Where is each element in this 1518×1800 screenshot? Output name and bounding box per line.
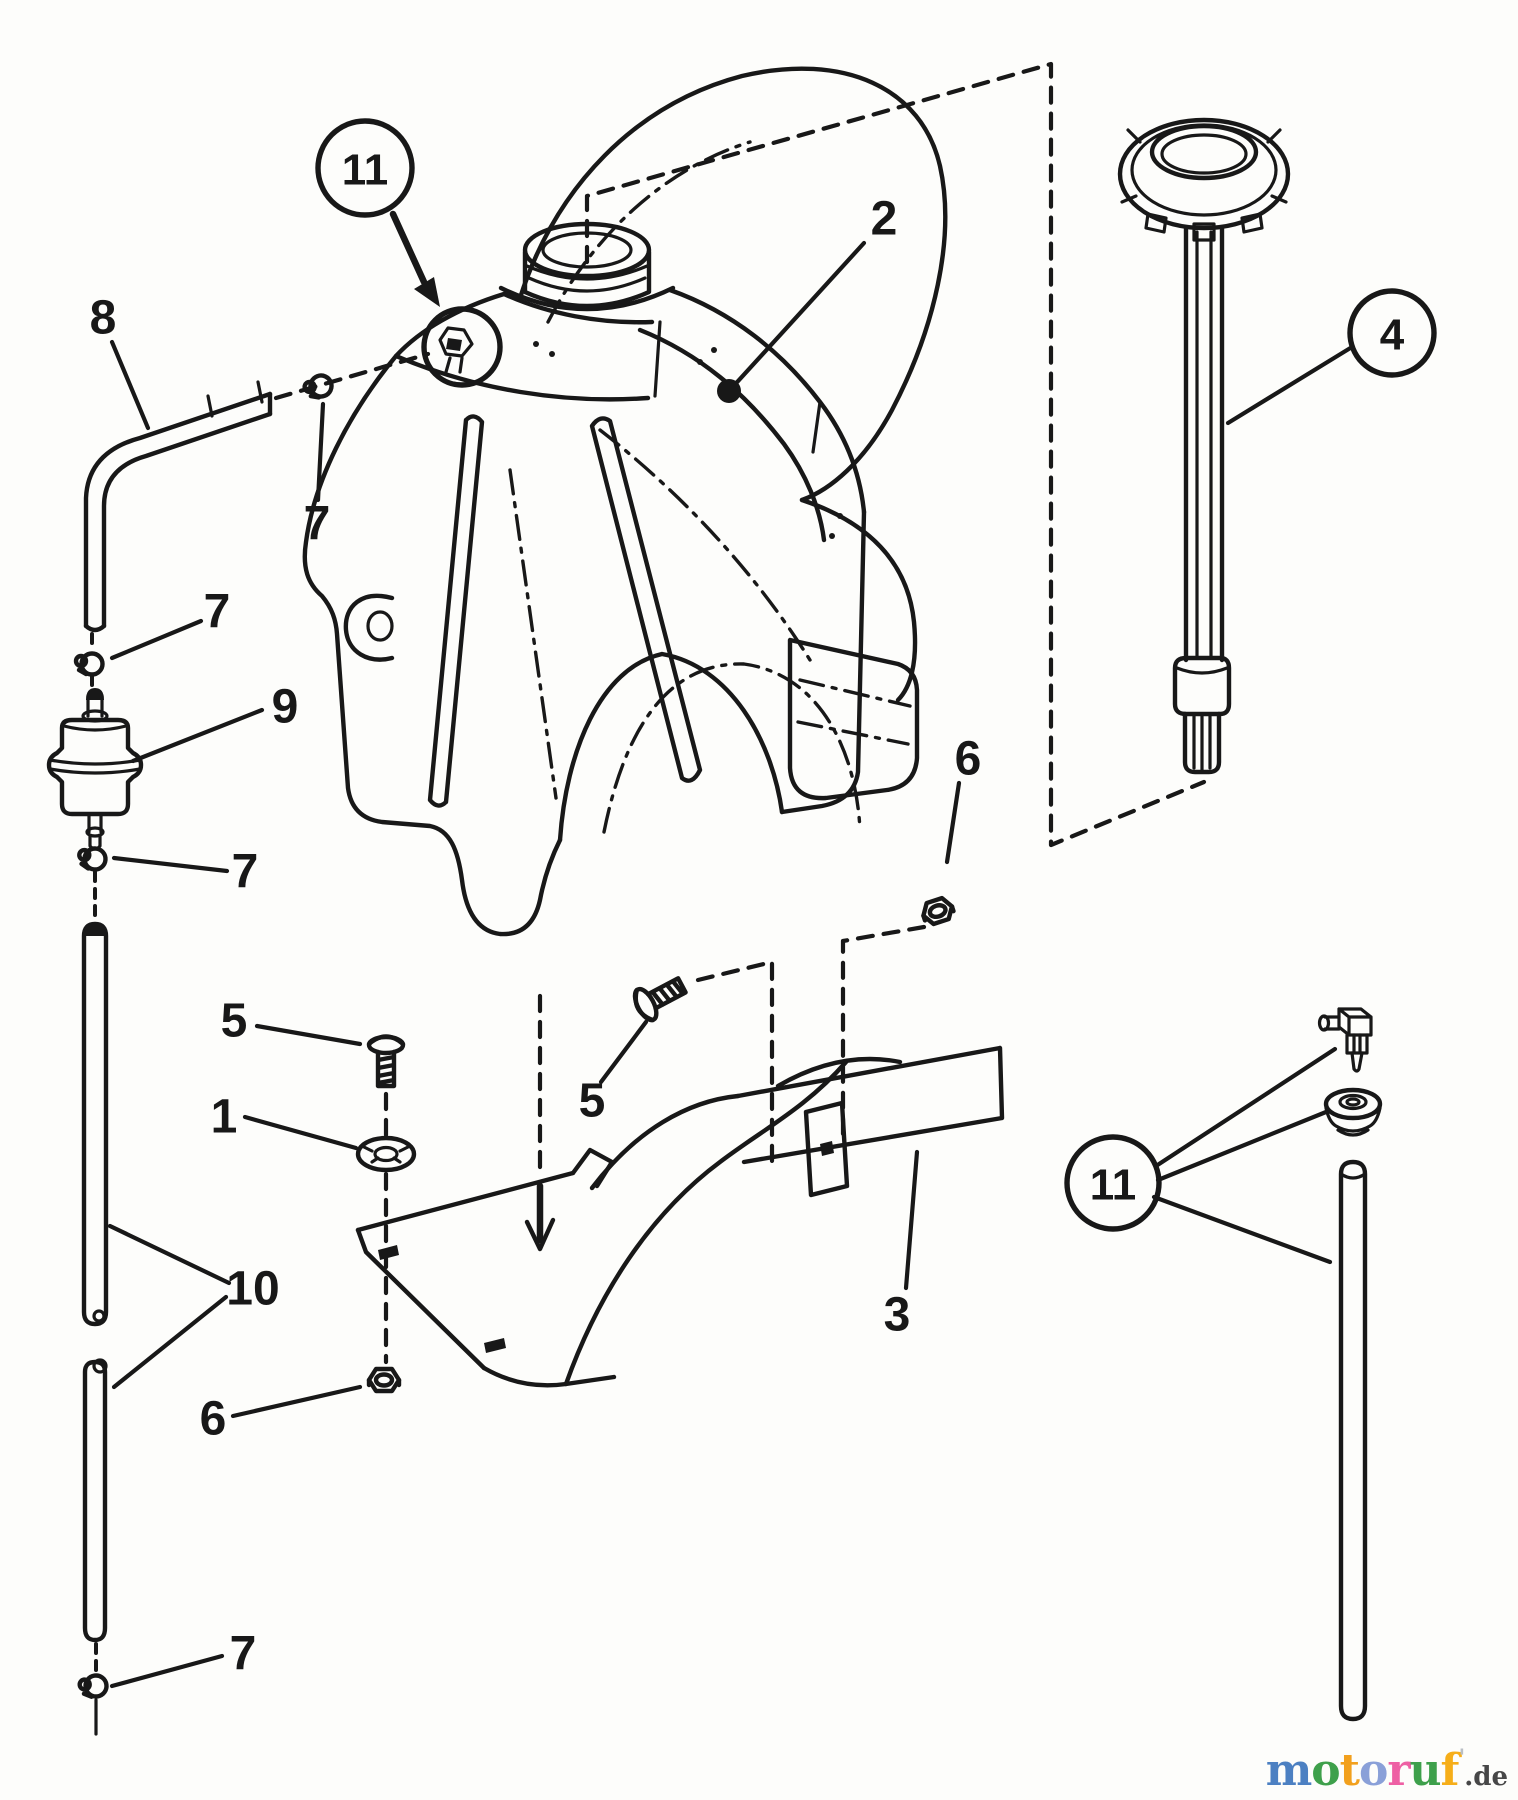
- callout-11-bottom-number: 11: [1090, 1161, 1137, 1210]
- part-label-6-left: 6: [200, 1393, 227, 1446]
- callout-11-bottom: 11: [1064, 1134, 1162, 1232]
- part-label-1: 1: [211, 1091, 238, 1144]
- fuel-tank: [302, 66, 948, 937]
- fuel-pipe-right: [1338, 1159, 1368, 1722]
- part-label-7-top: 7: [304, 498, 331, 551]
- watermark-logo[interactable]: motoruf'.de: [1266, 1745, 1508, 1796]
- callout-11-top-number: 11: [342, 146, 389, 195]
- part-label-7-bottom: 7: [230, 1628, 257, 1681]
- part-label-6-right: 6: [955, 733, 982, 786]
- screw-5-right: [630, 970, 690, 1023]
- hose-clamp-7-below-filter: [78, 847, 106, 870]
- shutoff-valve-11: [1317, 1007, 1373, 1073]
- screw-5-left: [369, 1037, 403, 1087]
- washer-1: [355, 1135, 417, 1173]
- hose-clamp-7-bottom: [79, 1674, 108, 1698]
- nut-6-left: [369, 1369, 399, 1391]
- grommet-11: [1323, 1087, 1383, 1137]
- callout-11-top: 11: [315, 118, 415, 218]
- nut-6-right: [920, 896, 955, 926]
- part-label-9: 9: [272, 681, 299, 734]
- part-label-5-left: 5: [221, 995, 248, 1048]
- fuel-pipe-10-lower: [82, 1358, 108, 1736]
- part-label-5-right: 5: [579, 1075, 606, 1128]
- part-label-7-below-filter: 7: [232, 846, 259, 899]
- part-label-2: 2: [871, 193, 898, 246]
- callout-4: 4: [1347, 288, 1437, 378]
- part-label-8: 8: [90, 292, 117, 345]
- watermark-suffix: .de: [1464, 1762, 1508, 1792]
- part-labels: 8 7 7 7 7 9 2 6 6 5 5 1 10 3: [90, 193, 982, 1681]
- mount-bracket-3: [355, 1045, 1005, 1388]
- callout-4-number: 4: [1380, 311, 1405, 360]
- leader-lines: [107, 210, 1355, 1689]
- fuel-gauge-cap-4: [1117, 117, 1291, 775]
- hose-clamp-7-above-filter: [76, 654, 103, 675]
- assembly-dashed-lines: [90, 61, 1207, 1672]
- fuel-pipe-10-upper: [81, 921, 109, 1327]
- fuel-line-8: [83, 380, 273, 633]
- fuel-filter-9: [46, 688, 144, 851]
- vent-fitting: [421, 306, 503, 388]
- part-label-3: 3: [884, 1289, 911, 1342]
- part-label-10: 10: [226, 1263, 279, 1316]
- watermark-word: motoruf': [1265, 1745, 1465, 1796]
- part-label-7-above-filter: 7: [204, 586, 231, 639]
